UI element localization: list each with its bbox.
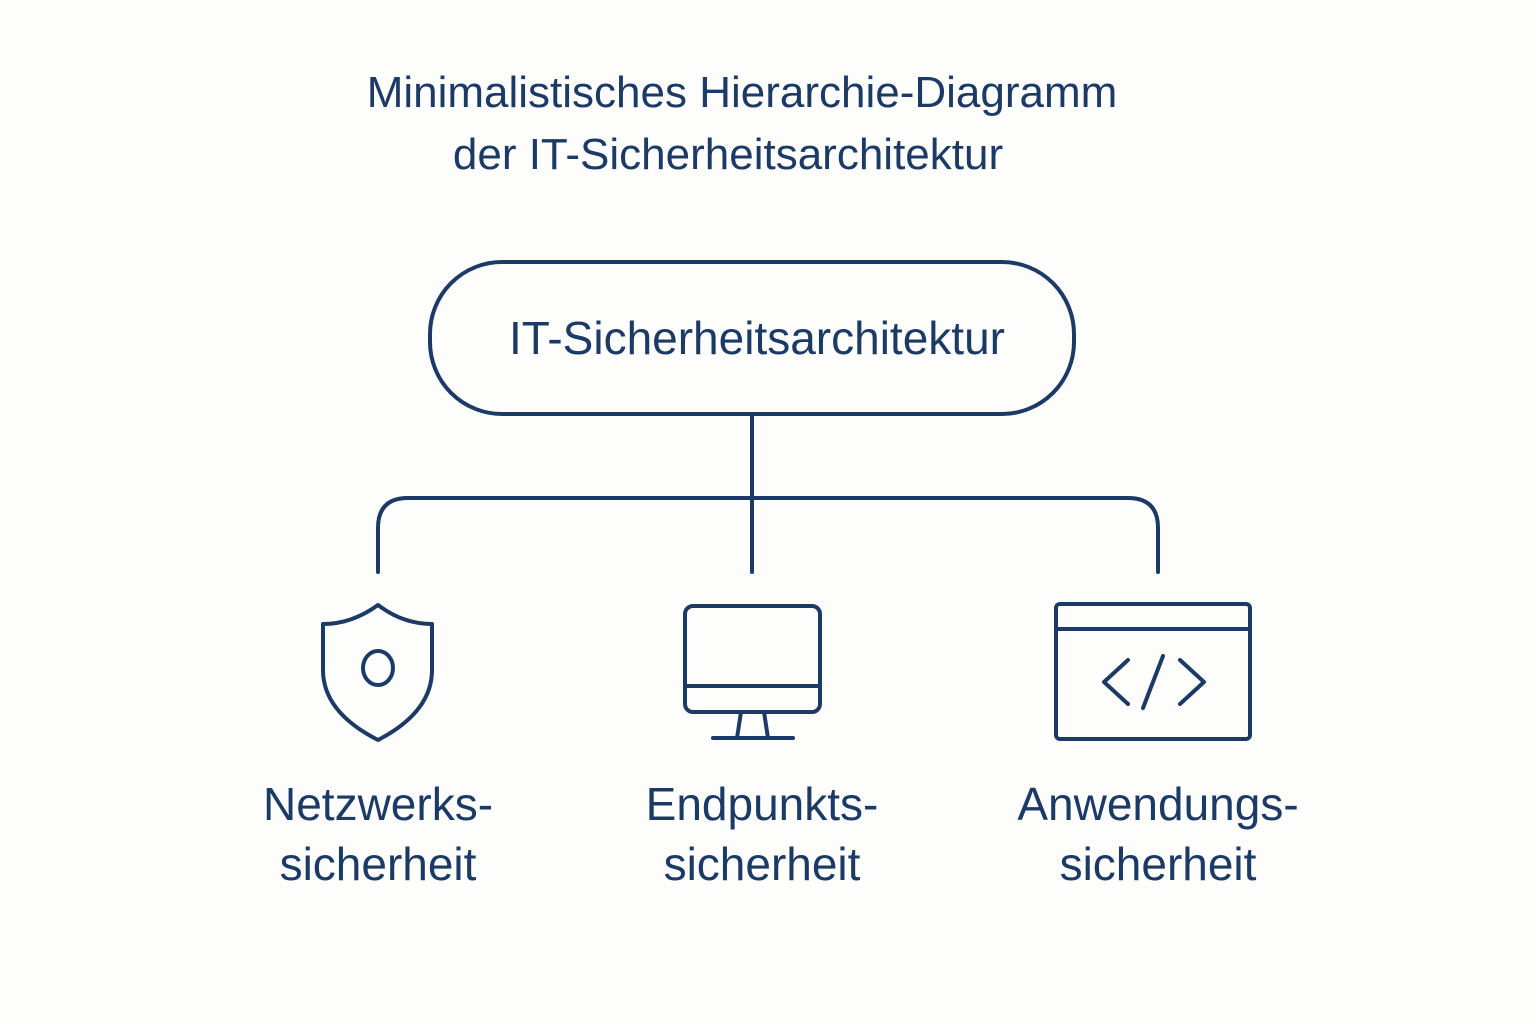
monitor-icon (683, 604, 822, 740)
title-line-1: Minimalistisches Hierarchie-Diagramm (366, 68, 1118, 117)
root-node: IT-Sicherheitsarchitektur (430, 262, 1074, 414)
child-node-network-security: Netzwerks- sicherheit (188, 774, 568, 894)
connector-branch (376, 496, 1160, 574)
child-node-endpoint-security: Endpunkts- sicherheit (572, 774, 952, 894)
shield-icon (321, 603, 434, 742)
child-label-line-1: Endpunkts- (645, 778, 879, 830)
code-window-icon (1054, 602, 1252, 741)
child-label-line-2: sicherheit (279, 838, 477, 890)
child-node-application-security: Anwendungs- sicherheit (968, 774, 1348, 894)
connector-lines (376, 414, 1160, 574)
root-node-label: IT-Sicherheitsarchitektur (509, 312, 1005, 364)
child-label-line-1: Netzwerks- (262, 778, 494, 830)
child-label-line-1: Anwendungs- (1017, 778, 1299, 830)
child-label-line-2: sicherheit (1059, 838, 1257, 890)
child-label-line-2: sicherheit (663, 838, 861, 890)
diagram-title: Minimalistisches Hierarchie-Diagramm der… (0, 62, 1536, 186)
title-line-2: der IT-Sicherheitsarchitektur (452, 130, 1004, 179)
